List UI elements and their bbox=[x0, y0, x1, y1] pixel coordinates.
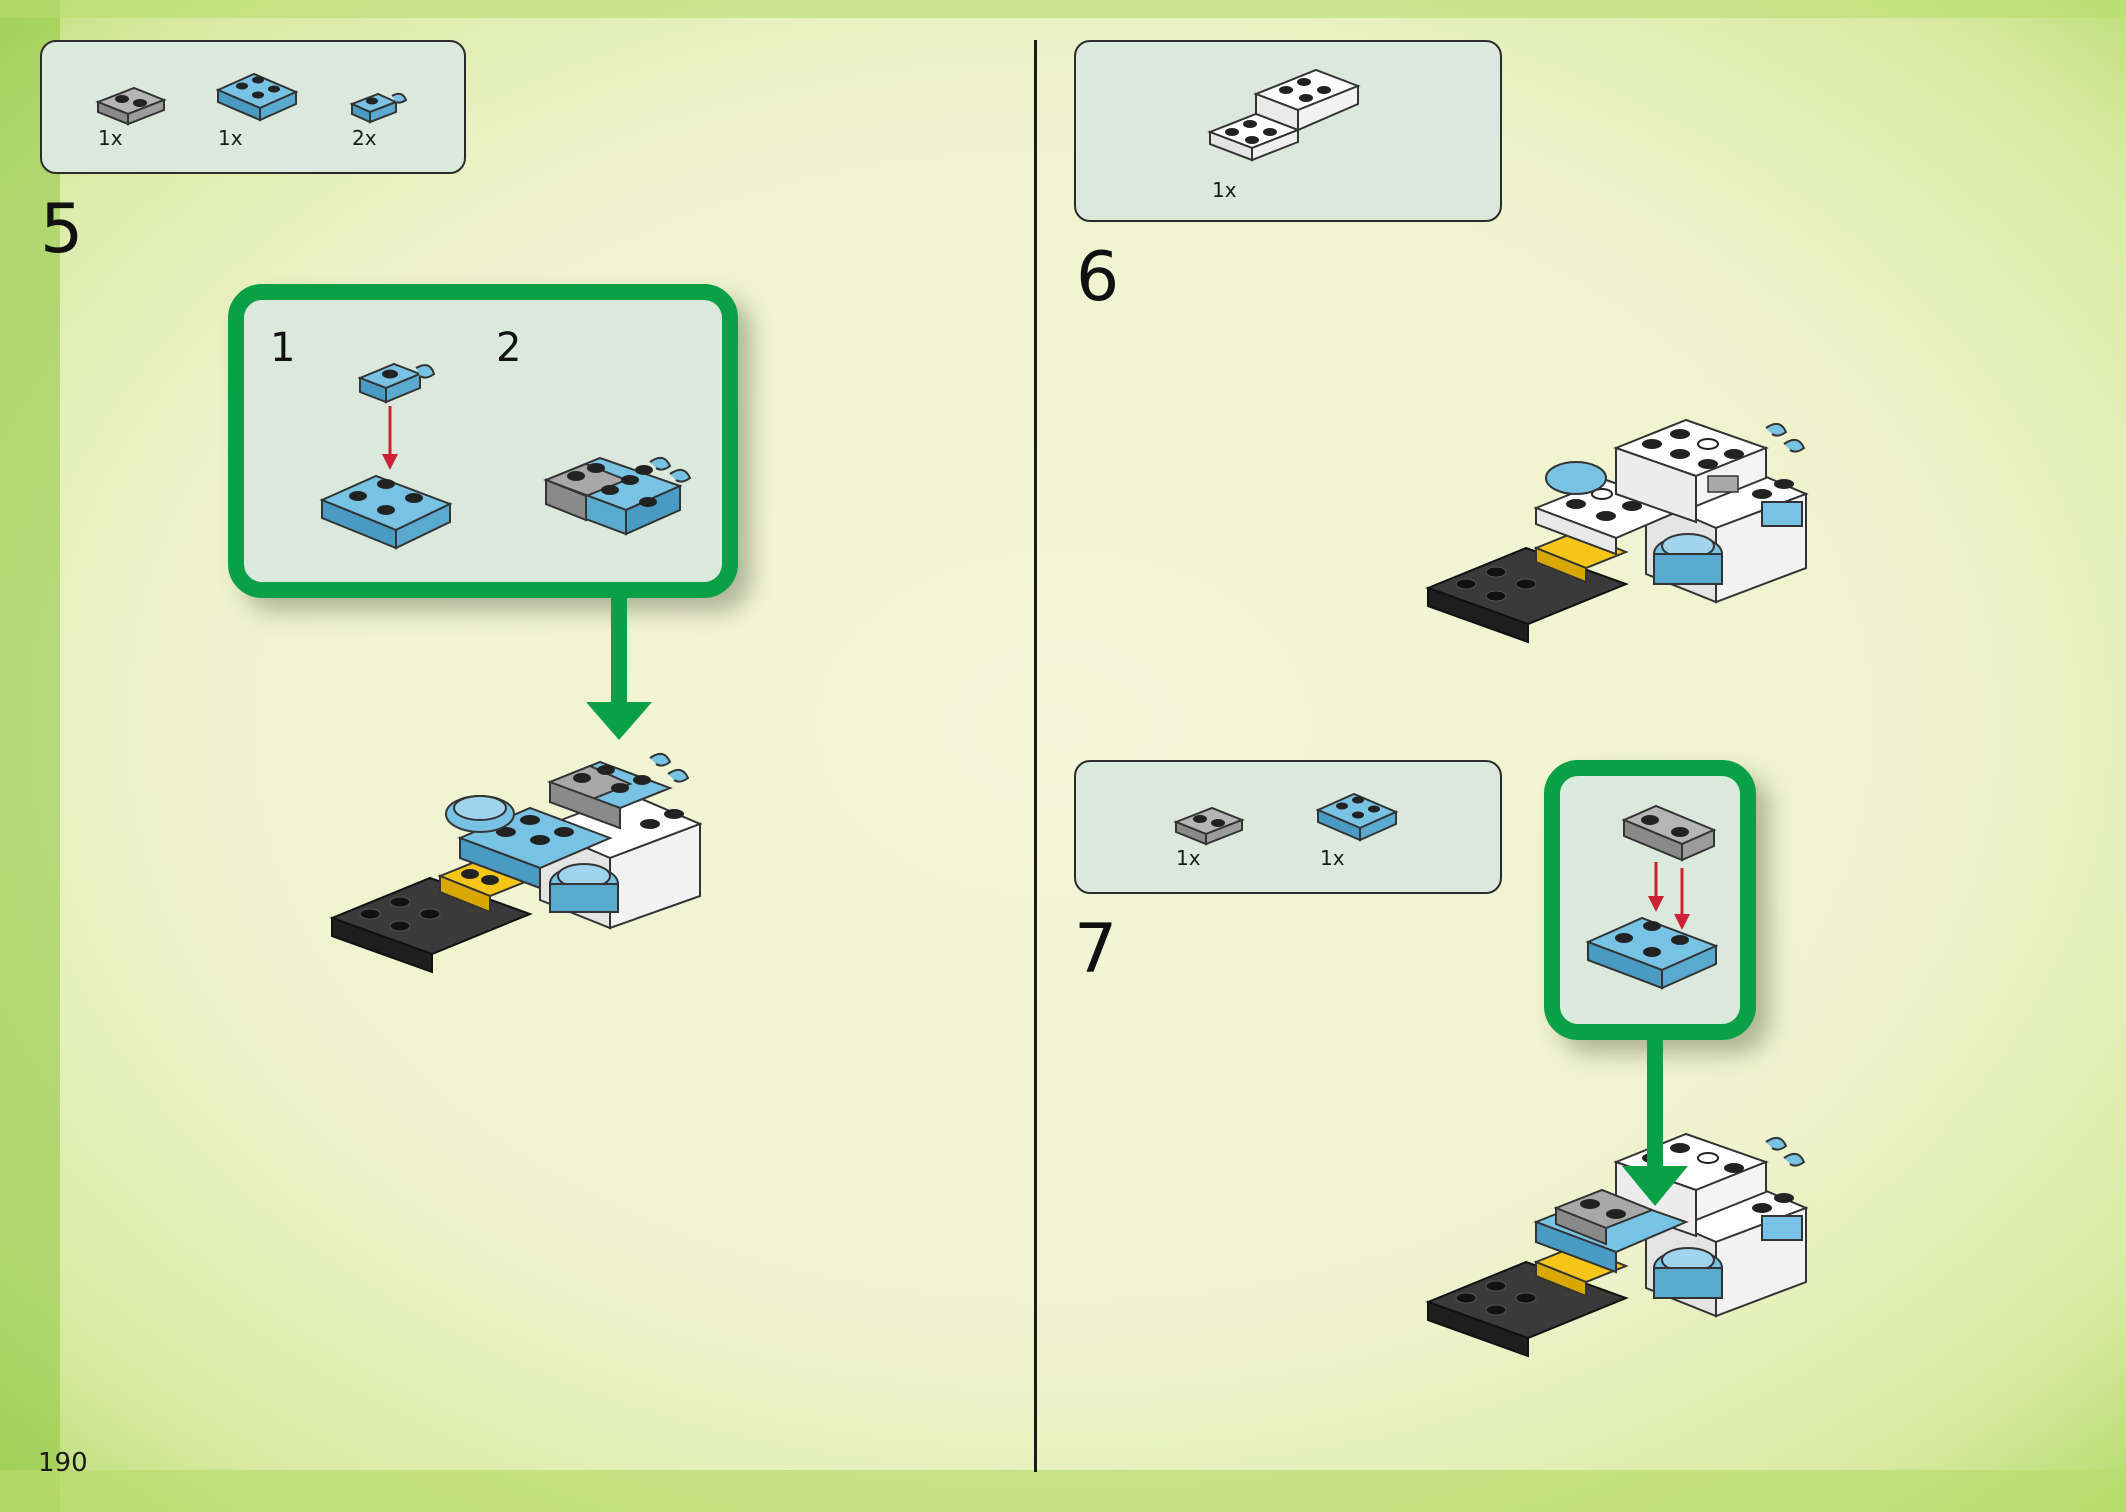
step6-part1-qty: 1x bbox=[1212, 178, 1237, 202]
step7-subassembly-frame bbox=[1544, 760, 1756, 1040]
step5-part2-qty: 1x bbox=[218, 126, 243, 150]
step7-number: 7 bbox=[1074, 910, 1118, 989]
step7-green-arrow bbox=[1622, 1040, 1688, 1206]
azure-clip-plate-icon bbox=[349, 92, 408, 124]
page-divider bbox=[1034, 40, 1037, 1472]
step7-part2-qty: 1x bbox=[1320, 846, 1345, 870]
step6-number: 6 bbox=[1076, 238, 1120, 317]
gray-plate-1x2-icon bbox=[1173, 806, 1245, 846]
step6-model-drawing bbox=[1425, 418, 1809, 644]
gray-plate-1x2-icon bbox=[95, 86, 167, 126]
page-number: 190 bbox=[38, 1448, 88, 1478]
step5-subassembly-drawing bbox=[319, 362, 692, 550]
step5-part3-qty: 2x bbox=[352, 126, 377, 150]
step5-model-drawing bbox=[329, 752, 703, 974]
step5-parts-box: 1x 1x 2x bbox=[40, 40, 466, 174]
step7-part1-qty: 1x bbox=[1176, 846, 1201, 870]
step5-green-arrow bbox=[586, 598, 652, 740]
step5-number: 5 bbox=[40, 190, 84, 269]
step5-sub-number-1: 1 bbox=[270, 325, 296, 371]
azure-plate-2x2-icon bbox=[215, 72, 299, 122]
step5-subassembly-frame bbox=[228, 284, 738, 598]
step6-parts-box: 1x bbox=[1074, 40, 1502, 222]
step7-parts-box: 1x 1x bbox=[1074, 760, 1502, 894]
step7-subassembly-drawing bbox=[1585, 804, 1719, 990]
step5-part1-qty: 1x bbox=[98, 126, 123, 150]
step5-sub-number-2: 2 bbox=[496, 325, 522, 371]
azure-plate-2x2-icon bbox=[1315, 792, 1399, 842]
white-bracket-icon bbox=[1207, 68, 1361, 162]
